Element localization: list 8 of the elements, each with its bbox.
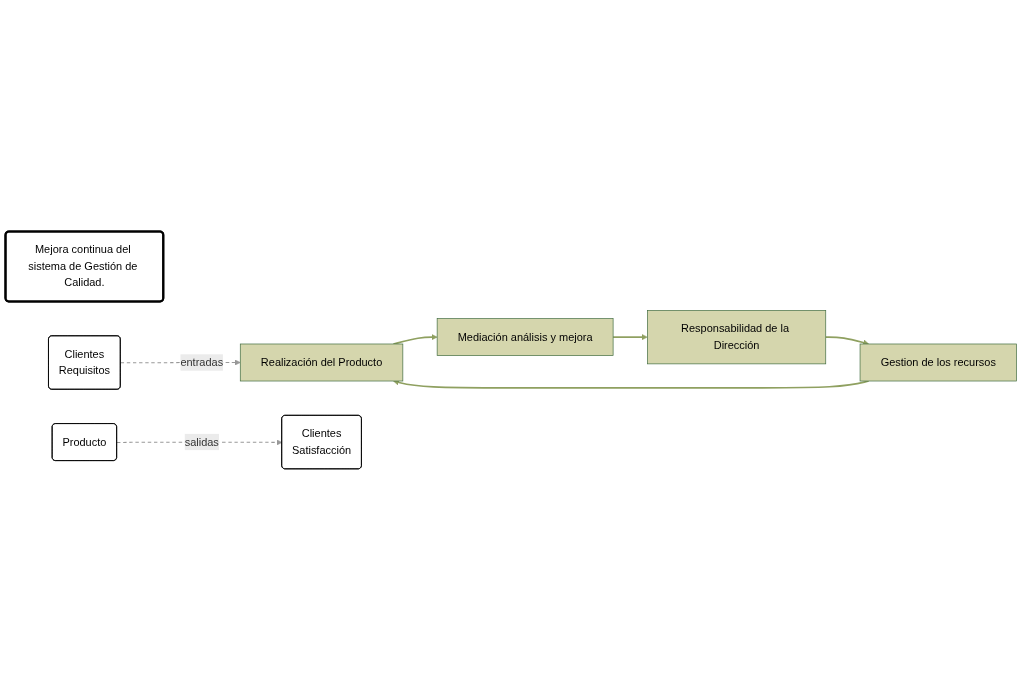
node-box: Gestion de los recursos: [859, 343, 1017, 382]
node-box: Mediación análisis y mejora: [436, 318, 614, 356]
node-box: Responsabilidad de la Dirección: [647, 309, 827, 365]
node-box: Realización del Producto: [239, 343, 404, 382]
arrow: [824, 336, 869, 346]
edge-label: entradas: [180, 356, 224, 368]
arrow: [612, 333, 648, 340]
edge-label: salidas: [184, 435, 219, 448]
